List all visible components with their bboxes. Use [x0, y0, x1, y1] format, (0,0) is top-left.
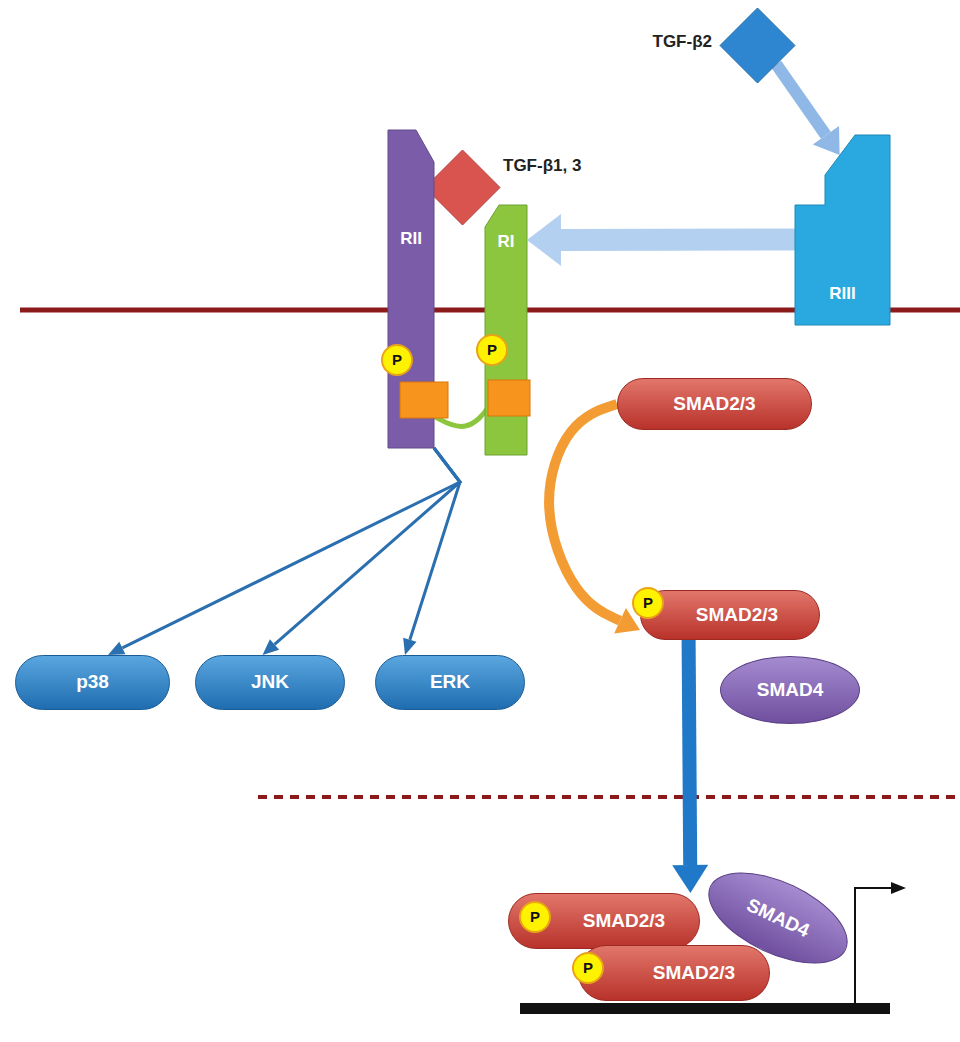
node-label: P: [583, 960, 593, 977]
node-label: RIII: [829, 285, 855, 304]
kinase-domain: [488, 380, 530, 416]
ligand-diamond: TGF-β1, 3: [425, 150, 500, 225]
node-label: SMAD4: [757, 680, 824, 701]
transcription-arrow: [855, 888, 893, 1003]
presentation-arrow: [561, 229, 795, 251]
transcription-arrowhead: [891, 882, 906, 894]
protein-pill: SMAD2/3: [578, 945, 770, 1001]
protein-ellipse: SMAD4: [720, 656, 860, 724]
kinase-pill: p38: [15, 655, 170, 710]
ligand-label: TGF-β2: [552, 32, 712, 52]
node-label: ERK: [430, 672, 470, 693]
phosphate-circle: P: [572, 952, 604, 984]
node-label: SMAD2/3: [696, 605, 778, 626]
node-label: SMAD2/3: [653, 963, 735, 984]
signal-arrow: [410, 448, 460, 640]
node-label: p38: [76, 672, 109, 693]
protein-pill: SMAD2/3: [617, 378, 812, 430]
ligand-diamond-shape: [720, 8, 795, 83]
kinase-domain: [400, 382, 448, 418]
node-label: P: [643, 595, 653, 612]
protein-pill: SMAD2/3: [640, 590, 820, 640]
node-label: RII: [400, 230, 422, 249]
translocation-arrow: [689, 640, 691, 865]
receptor-bar: RIII: [795, 135, 890, 325]
signal-arrow: [122, 448, 460, 648]
ligand-diamond-outline: [425, 150, 500, 225]
receptor-bar-shape: [485, 205, 527, 455]
ligand-diamond-outline: [720, 8, 795, 83]
node-label: P: [530, 909, 540, 926]
node-label: RI: [498, 233, 515, 252]
kinase-pill: ERK: [375, 655, 525, 710]
nuclear-membrane: [258, 795, 960, 799]
receptor-bar-outline: [388, 130, 434, 448]
node-label: P: [487, 342, 497, 359]
node-label: JNK: [251, 672, 289, 693]
phosphate-circle: P: [476, 334, 508, 366]
receptor-bar: RII: [388, 130, 434, 448]
phosphorylation-arrow: [549, 404, 620, 621]
node-label: SMAD2/3: [673, 394, 755, 415]
receptor-bar-shape: [795, 135, 890, 325]
kinase-pill: JNK: [195, 655, 345, 710]
ligand-diamond: TGF-β2: [720, 8, 795, 83]
receptor-bar: RI: [485, 205, 527, 455]
signal-arrow: [275, 448, 460, 644]
phosphate-circle: P: [632, 587, 664, 619]
phosphate-circle: P: [381, 344, 413, 376]
node-label: SMAD2/3: [583, 911, 665, 932]
phosphate-circle: P: [519, 901, 551, 933]
ligand-diamond-shape: [425, 150, 500, 225]
ligand-label: TGF-β1, 3: [503, 156, 643, 176]
node-label: SMAD4: [743, 894, 812, 941]
node-label: P: [392, 352, 402, 369]
binding-arrow: [776, 64, 826, 135]
dna-strand: [520, 1003, 890, 1014]
